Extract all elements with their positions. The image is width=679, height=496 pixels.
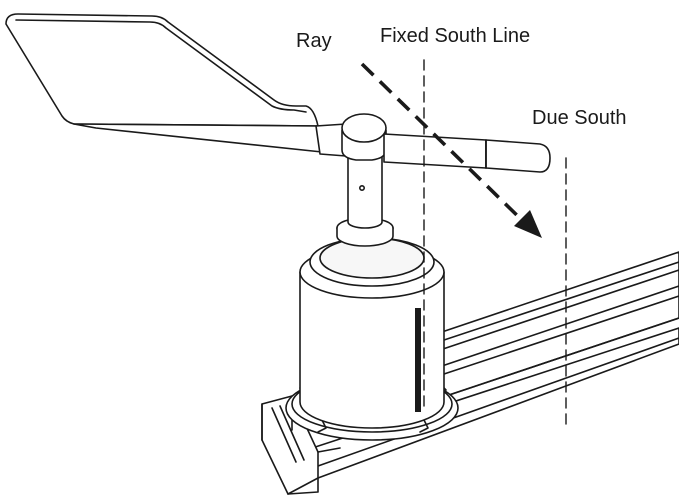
vane-shaft [336, 149, 394, 247]
arrow-head-icon [514, 210, 542, 238]
fixed-south-line-label: Fixed South Line [380, 25, 531, 47]
sensor-body [285, 237, 459, 441]
due-south-label: Due South [532, 107, 627, 129]
ray-arrow [360, 62, 542, 238]
ray-label: Ray [296, 30, 332, 52]
guide-rail [261, 251, 679, 495]
